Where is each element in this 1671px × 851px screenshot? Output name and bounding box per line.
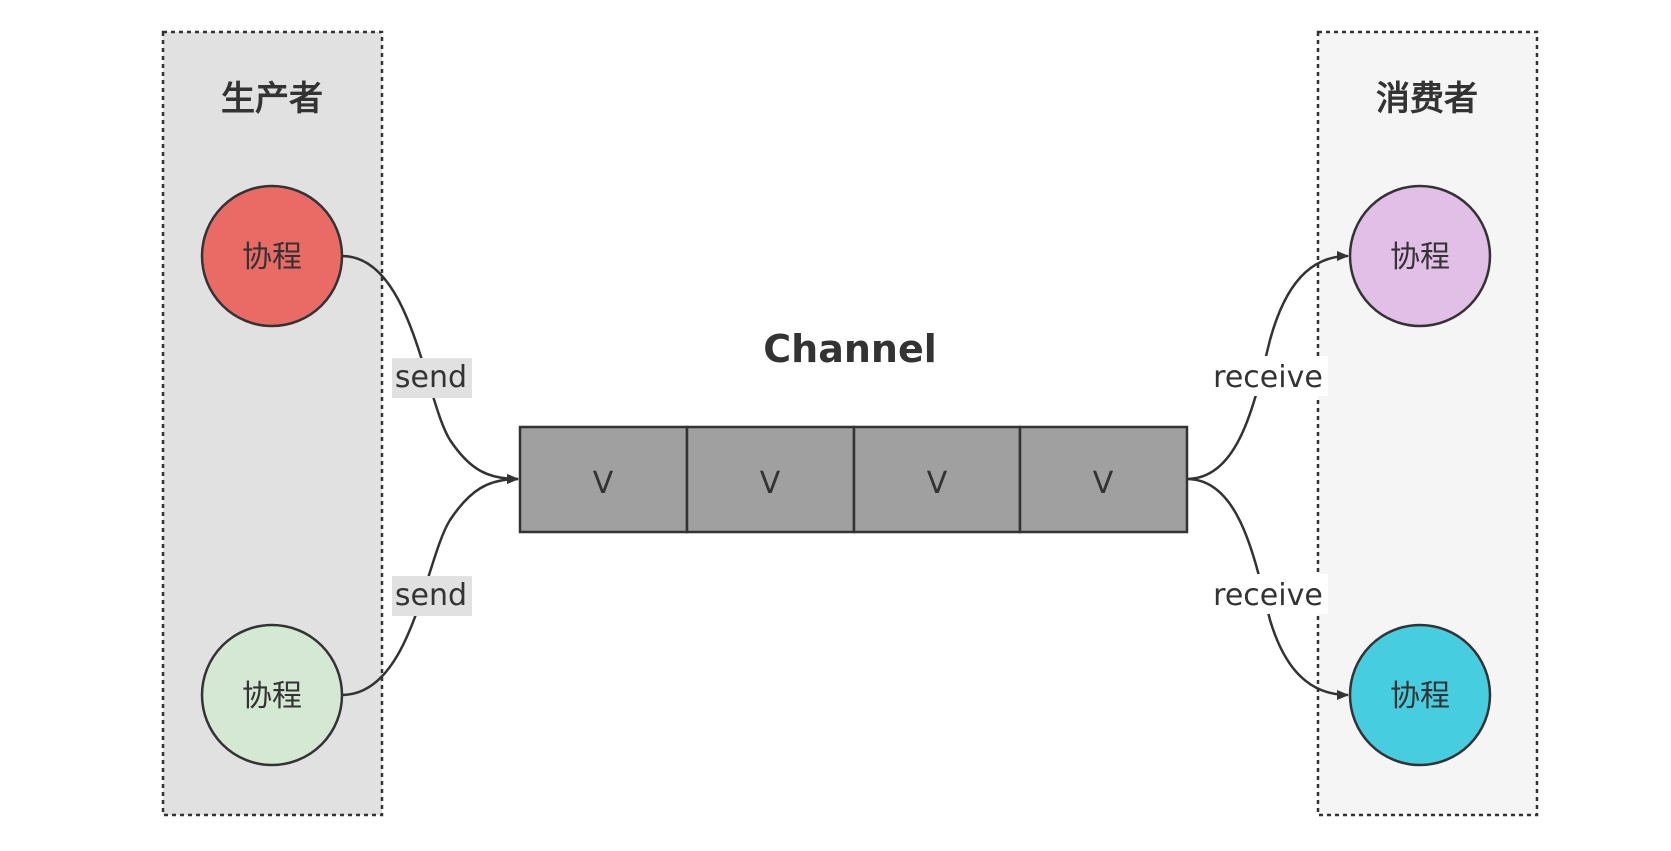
consumer-coroutine-circle [1348,623,1492,767]
send-edge-top: send [341,254,519,484]
producer-coroutine-node: 协程 [200,623,344,767]
send-arrow-top [341,254,519,484]
consumer-coroutine-circle [1348,184,1492,328]
channel-slot: V [852,425,1022,534]
producer-group-title: 生产者 [221,79,323,119]
send-label-bottom: send [395,578,467,613]
channel-buffer: V V V V [518,425,1189,534]
channel-title: Channel [763,327,937,371]
consumer-coroutine-label: 协程 [1390,679,1450,714]
producer-coroutine-label: 协程 [242,240,302,275]
channel-slot: V [518,425,689,534]
receive-label-bottom: receive [1213,578,1323,613]
consumer-coroutine-node: 协程 [1348,184,1492,328]
producer-coroutine-label: 协程 [242,679,302,714]
channel-slot-box [852,425,1022,534]
receive-label-bg-top [1211,356,1328,396]
send-label-bg-top [392,358,472,398]
send-edge-bottom: send [341,474,519,697]
send-label-top: send [395,360,467,395]
channel-slot-label: V [760,466,781,501]
channel-slot-label: V [927,466,948,501]
receive-arrow-top [1186,251,1349,481]
channel-slot-label: V [1093,466,1114,501]
send-arrow-bottom [341,474,519,697]
receive-edge-top: receive [1186,251,1349,481]
channel-slot-label: V [593,466,614,501]
channel: Channel V V V V [518,327,1189,534]
receive-label-top: receive [1213,360,1323,395]
producer-coroutine-node: 协程 [200,184,344,328]
channel-slot-box [1018,425,1189,534]
send-label-bg-bottom [392,576,472,616]
consumer-coroutine-node: 协程 [1348,623,1492,767]
consumer-group-title: 消费者 [1376,79,1478,119]
consumer-coroutine-label: 协程 [1390,240,1450,275]
receive-label-bg-bottom [1211,574,1328,614]
channel-slot: V [1018,425,1189,534]
receive-edge-bottom: receive [1186,477,1349,700]
channel-slot-box [518,425,689,534]
channel-slot: V [685,425,856,534]
